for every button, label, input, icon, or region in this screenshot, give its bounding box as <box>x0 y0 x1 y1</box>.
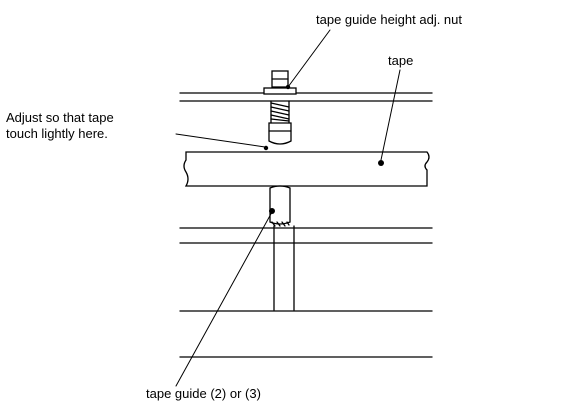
nut-label: tape guide height adj. nut <box>316 12 463 27</box>
leader-lines <box>175 29 401 387</box>
height-adj-nut <box>263 70 297 95</box>
lower-guide-post <box>273 225 295 311</box>
adjust-note: Adjust so that tape touch lightly here. <box>6 110 114 142</box>
upper-plate <box>179 92 433 102</box>
deck-lines <box>179 227 433 358</box>
adjust-note-line-1: Adjust so that tape <box>6 110 114 125</box>
threaded-shaft <box>268 100 292 145</box>
leader-dots <box>263 84 384 214</box>
tape-guide-label: tape guide (2) or (3) <box>146 386 261 401</box>
tape-band <box>183 151 430 187</box>
tape-guide-roller <box>269 185 291 227</box>
adjust-note-line-2: touch lightly here. <box>6 126 108 141</box>
tape-label: tape <box>388 53 414 68</box>
